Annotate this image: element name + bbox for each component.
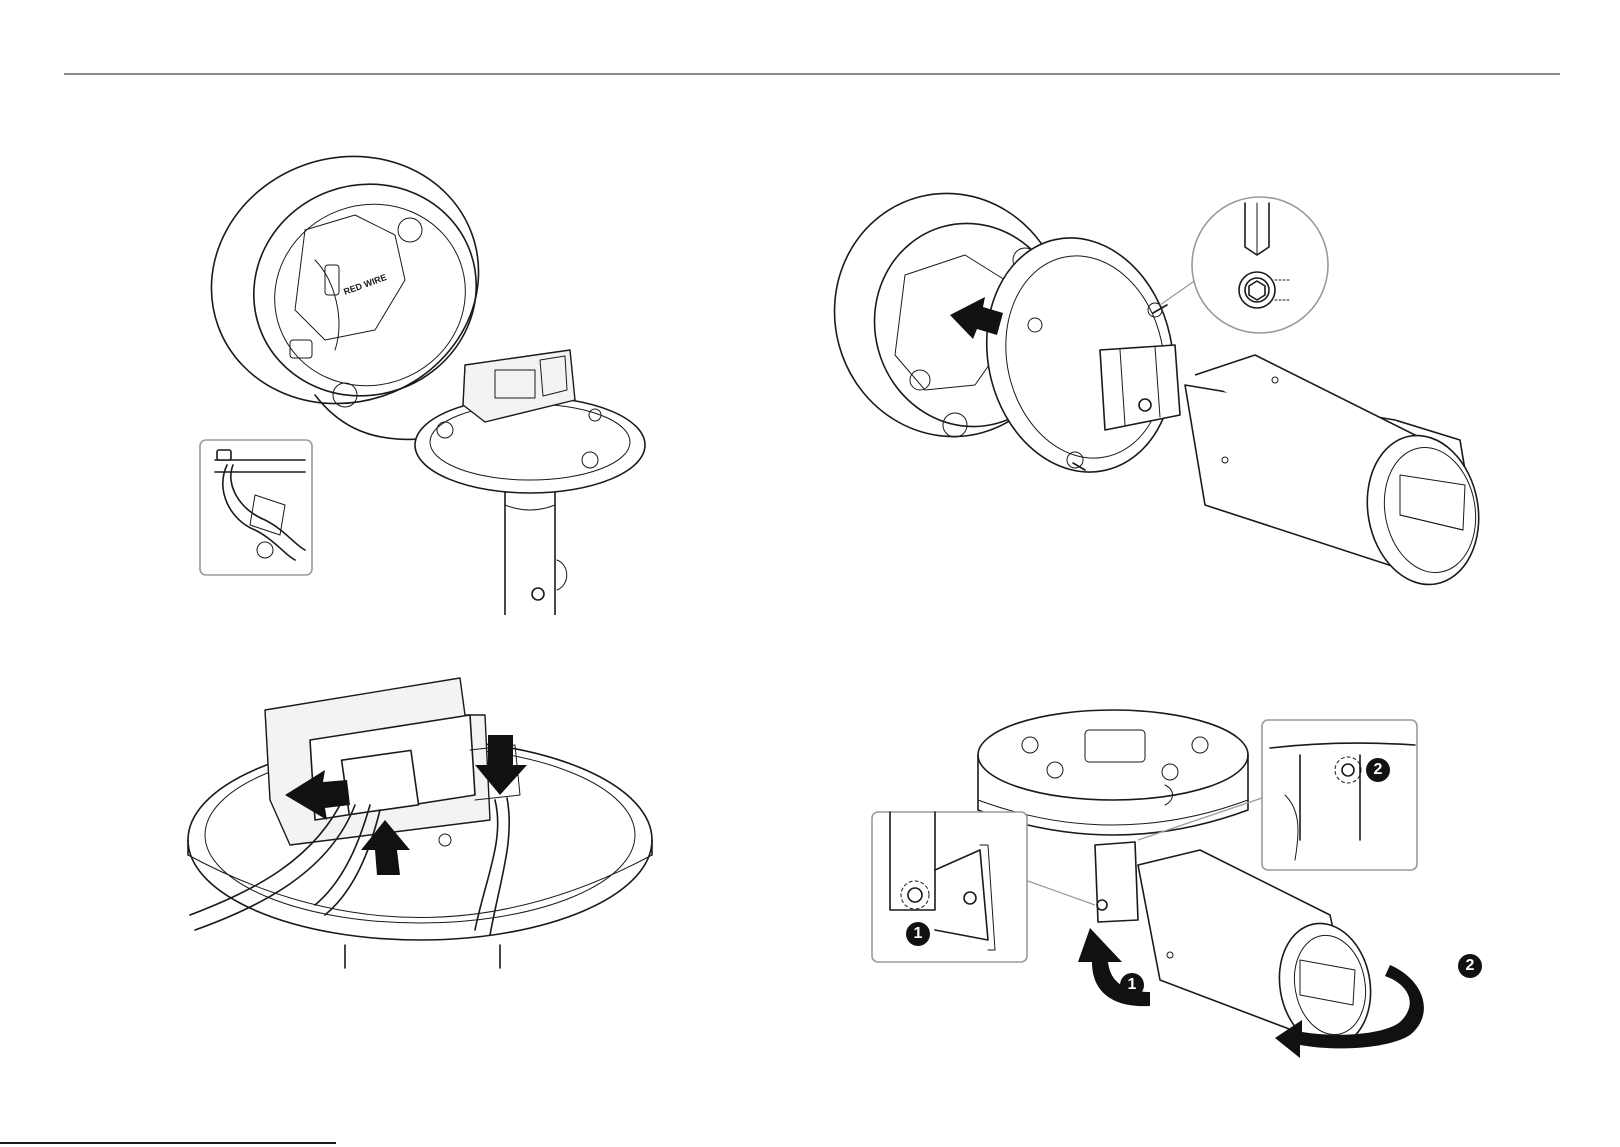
illustration-camera-attach — [835, 185, 1525, 605]
camera-body — [1185, 355, 1490, 593]
camera-body — [1138, 850, 1380, 1054]
inset-step-1 — [872, 812, 1095, 962]
step-badge-1-rotate: 1 — [1120, 973, 1144, 997]
illustration-adjust: 1 2 1 2 — [870, 700, 1480, 1075]
illustration-connector — [185, 670, 655, 970]
step-badge-2-rotate: 2 — [1458, 954, 1482, 978]
inset-cable-tie — [200, 440, 312, 575]
mount-pole — [505, 492, 567, 615]
mount-plate — [415, 350, 645, 493]
hex-key-callout — [1160, 197, 1328, 333]
connector-housing — [265, 678, 520, 846]
footer-rule — [0, 1142, 336, 1144]
header-rule — [64, 73, 1560, 75]
illustration-mount-wiring: RED WIRE — [195, 160, 695, 630]
step-badge-1-inset: 1 — [906, 922, 930, 946]
step-badge-2-inset: 2 — [1366, 758, 1390, 782]
